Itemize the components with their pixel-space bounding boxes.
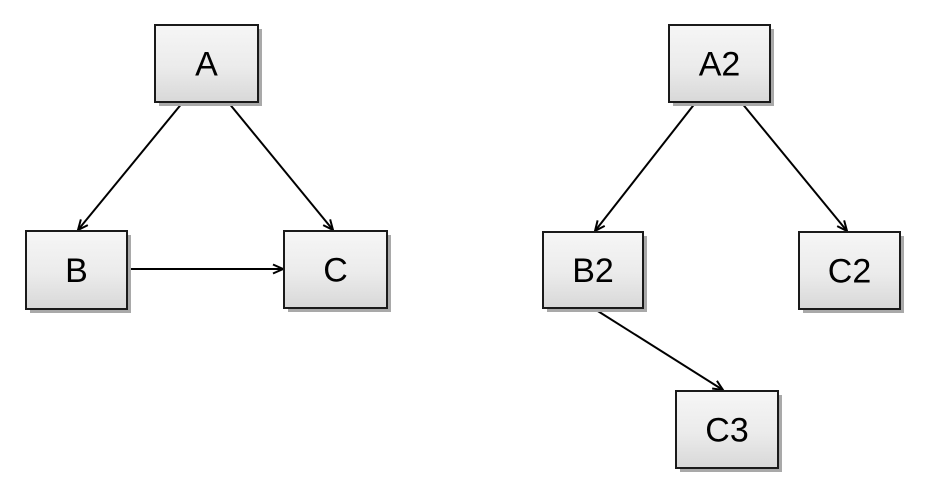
node-A2: A2 xyxy=(668,24,774,106)
node-body xyxy=(668,24,771,103)
node-body xyxy=(542,231,644,309)
node-label: C xyxy=(323,251,348,289)
edge-A2-C2 xyxy=(740,101,847,231)
node-B: B xyxy=(25,230,131,313)
node-label: A2 xyxy=(699,45,741,83)
edge-A-C xyxy=(227,101,333,230)
node-C3: C3 xyxy=(675,390,782,472)
node-B2: B2 xyxy=(542,231,647,312)
node-body xyxy=(798,231,901,310)
edge-B2-C3 xyxy=(592,307,723,390)
node-A: A xyxy=(154,24,262,106)
node-body xyxy=(675,390,779,469)
node-C: C xyxy=(283,230,391,312)
edge-A-B xyxy=(78,101,184,230)
node-label: B xyxy=(65,252,88,290)
edge-A2-B2 xyxy=(595,101,697,231)
node-body xyxy=(25,230,128,310)
node-body xyxy=(154,24,259,103)
node-label: C3 xyxy=(705,411,748,449)
node-body xyxy=(283,230,388,309)
node-C2: C2 xyxy=(798,231,904,313)
left-graph: A B C xyxy=(25,24,391,313)
node-label: C2 xyxy=(828,252,871,290)
node-label: A xyxy=(195,45,218,83)
node-label: B2 xyxy=(572,252,614,290)
